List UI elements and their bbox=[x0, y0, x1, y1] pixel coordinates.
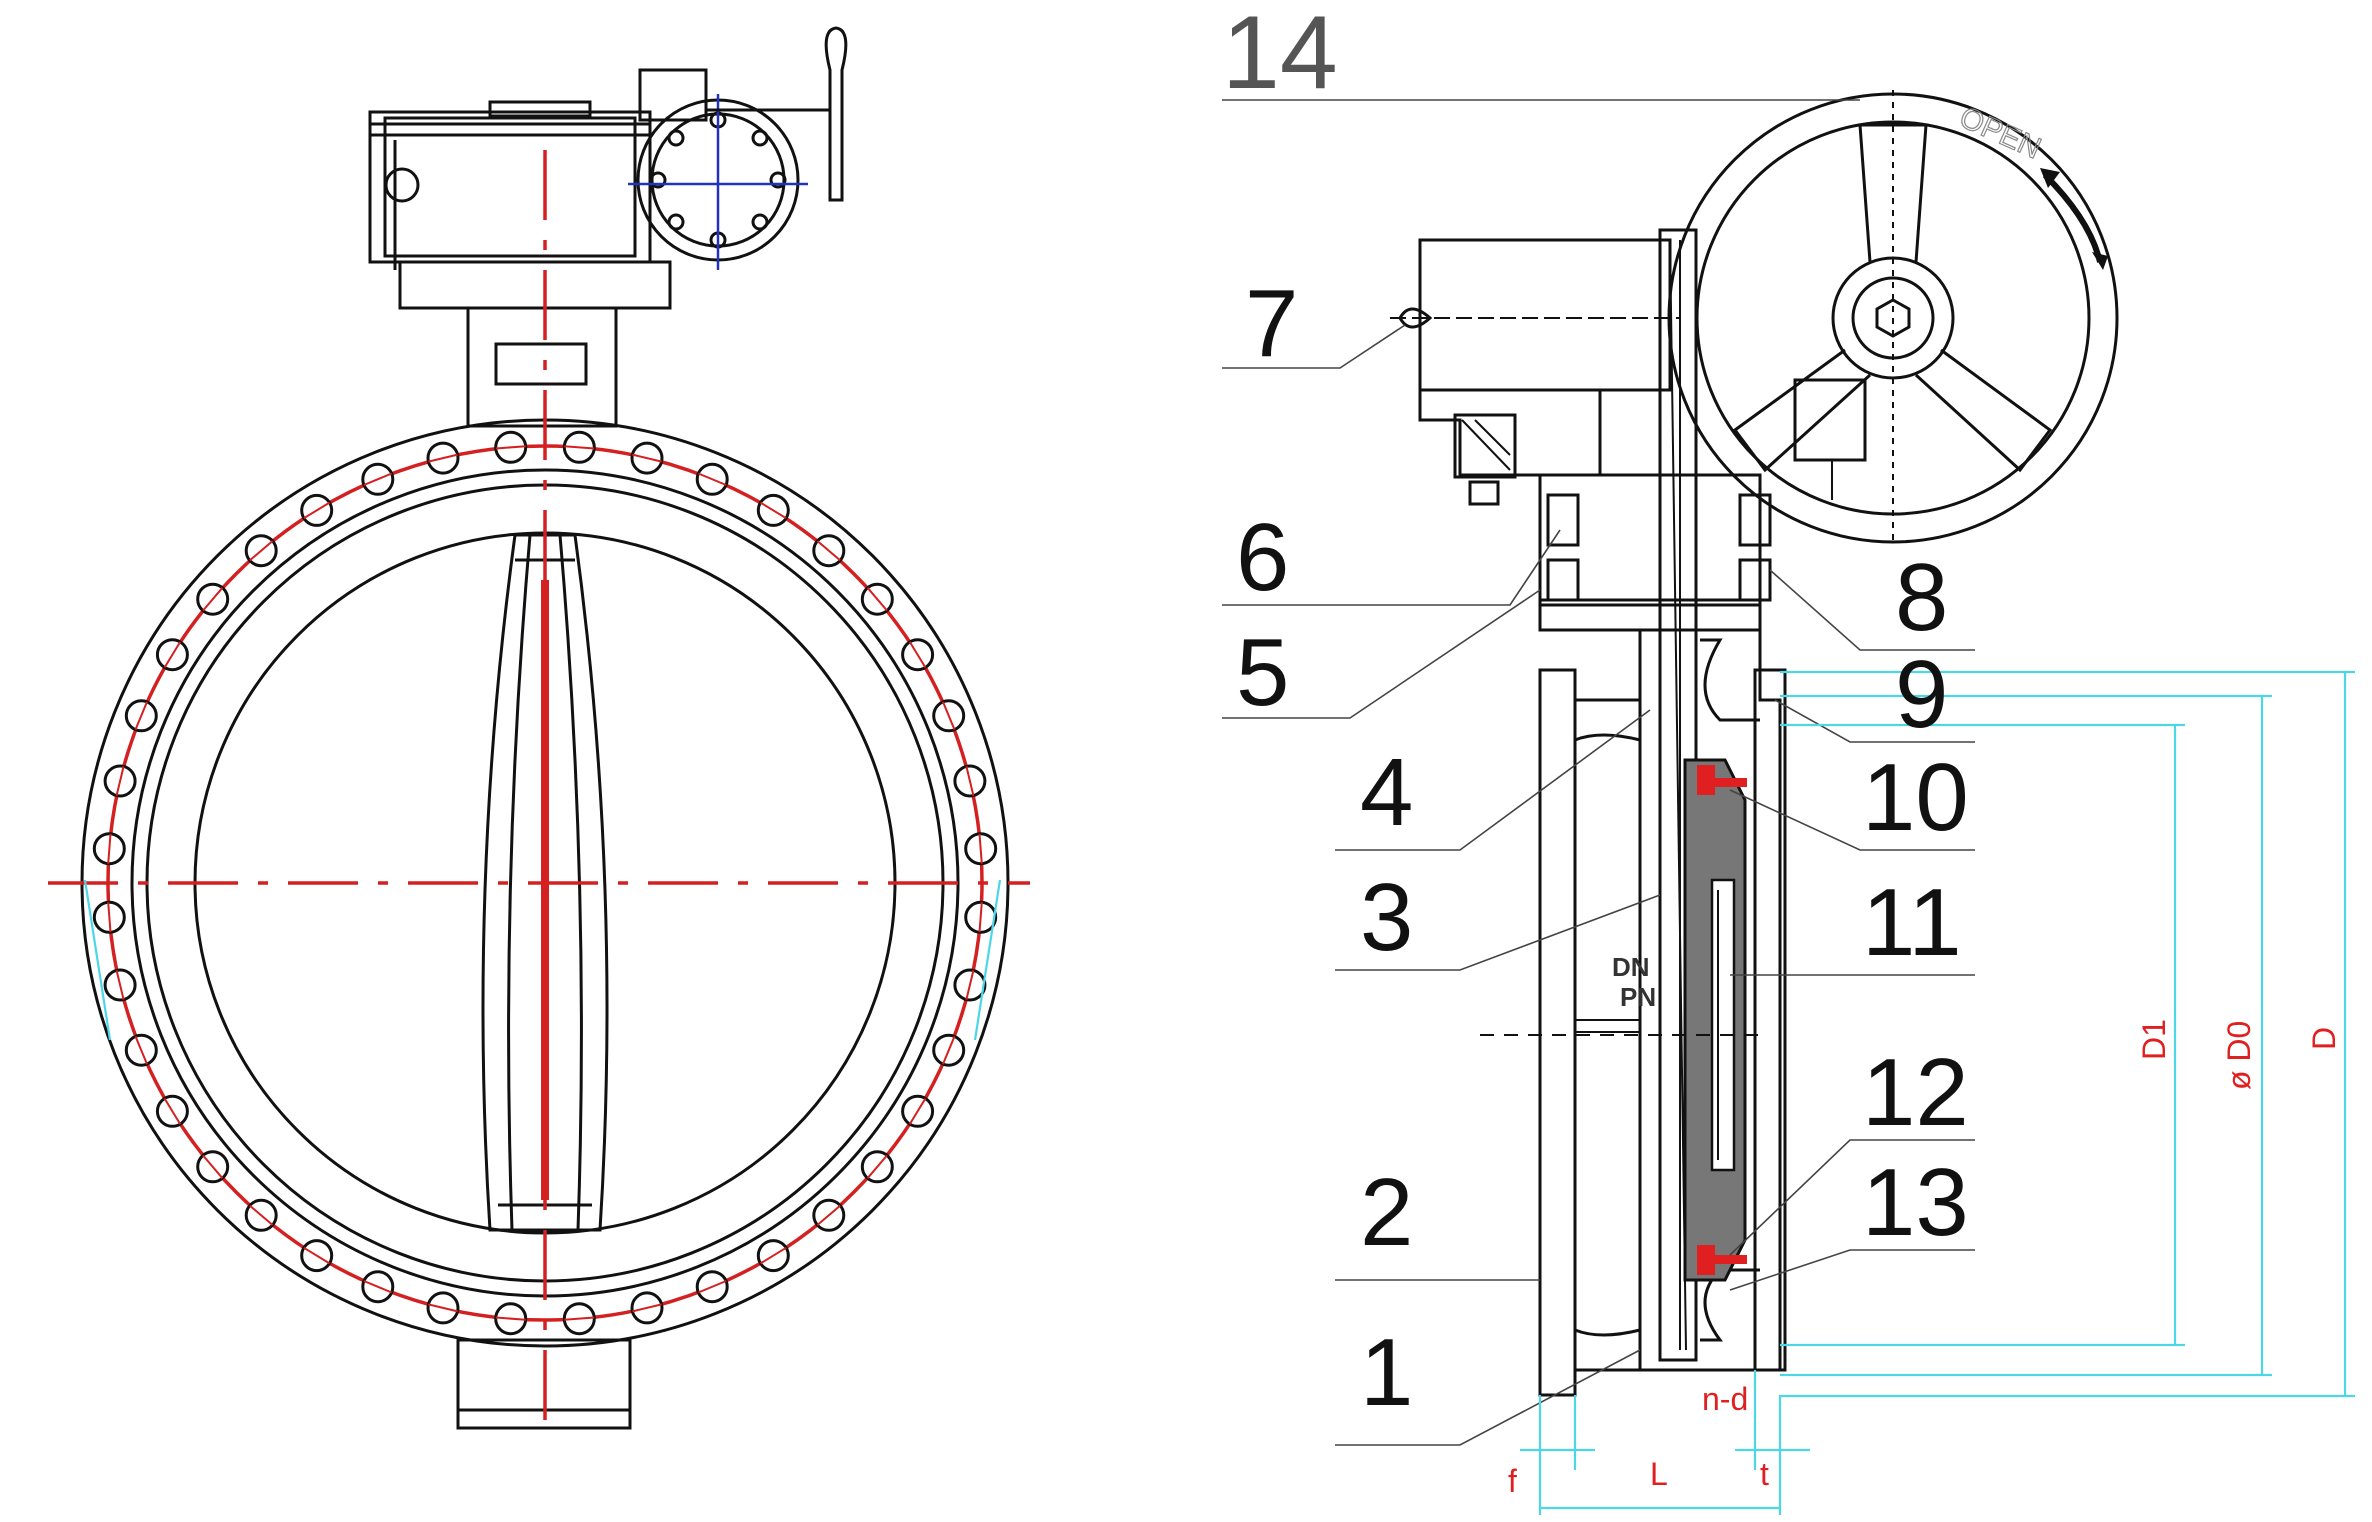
callout-numbers: 14 7 6 5 4 3 2 1 8 9 10 11 12 13 bbox=[1222, 0, 1969, 1426]
bolt-hole-mark bbox=[866, 587, 888, 612]
callout-7: 7 bbox=[1245, 270, 1298, 377]
bolt-hole-mark bbox=[965, 766, 975, 796]
dim-d1: D1 bbox=[2136, 1019, 2172, 1060]
callout-11: 11 bbox=[1862, 869, 1962, 976]
callout-8: 8 bbox=[1895, 544, 1948, 651]
side-view: DN PN OPEN bbox=[1222, 90, 2355, 1515]
front-gearbox bbox=[368, 26, 848, 310]
bolt-hole-mark bbox=[965, 970, 975, 1000]
flange-bolt-holes bbox=[92, 430, 998, 1336]
stamp-pn: PN bbox=[1620, 982, 1656, 1012]
bolt-hole-mark bbox=[107, 833, 112, 864]
bolt-hole-mark bbox=[363, 1280, 392, 1294]
bolt-hole-mark bbox=[134, 1036, 148, 1065]
handwheel: OPEN bbox=[1667, 90, 2119, 545]
callout-1: 1 bbox=[1360, 1319, 1413, 1426]
front-neck bbox=[466, 306, 618, 428]
dimension-lines bbox=[1520, 670, 2355, 1515]
bolt-hole-mark bbox=[816, 540, 841, 562]
bolt-hole-mark bbox=[564, 445, 595, 450]
front-view bbox=[48, 26, 1030, 1440]
dim-d: D bbox=[2306, 1027, 2342, 1050]
bolt-hole-mark bbox=[908, 1097, 927, 1125]
bolt-hole-mark bbox=[908, 641, 927, 669]
bolt-hole-mark bbox=[249, 540, 274, 562]
callout-2: 2 bbox=[1360, 1159, 1413, 1266]
callout-6: 6 bbox=[1236, 504, 1289, 611]
bolt-hole-mark bbox=[942, 1036, 956, 1065]
side-bracket bbox=[1538, 473, 1772, 632]
side-gearbox bbox=[1390, 238, 1680, 506]
front-centerlines bbox=[48, 150, 1030, 1440]
dimension-labels: D1 ø D0 D n-d f L t bbox=[1508, 1019, 2342, 1499]
side-disc-section bbox=[1683, 758, 1747, 1282]
bolt-hole-mark bbox=[632, 453, 662, 463]
bolt-hole-mark bbox=[698, 472, 727, 486]
bolt-hole-mark bbox=[759, 501, 787, 520]
bolt-hole-mark bbox=[978, 902, 983, 933]
bolt-hole-mark bbox=[495, 1316, 526, 1321]
bolt-hole-mark bbox=[303, 501, 331, 520]
bolt-hole-mark bbox=[107, 902, 112, 933]
bolt-hole-mark bbox=[698, 1280, 727, 1294]
dim-n-d: n-d bbox=[1702, 1381, 1748, 1417]
dim-l: L bbox=[1650, 1456, 1668, 1492]
bolt-hole-mark bbox=[115, 970, 125, 1000]
side-body bbox=[1538, 628, 1787, 1397]
callout-4: 4 bbox=[1360, 739, 1413, 846]
bolt-hole-mark bbox=[202, 1154, 224, 1179]
bolt-hole-mark bbox=[632, 1303, 662, 1313]
callout-3: 3 bbox=[1360, 864, 1413, 971]
seal-rings bbox=[1697, 765, 1747, 1275]
open-marking: OPEN bbox=[1955, 101, 2046, 166]
callout-12: 12 bbox=[1862, 1039, 1969, 1146]
dim-f: f bbox=[1508, 1463, 1517, 1499]
bolt-hole-mark bbox=[816, 1204, 841, 1226]
callout-13: 13 bbox=[1862, 1149, 1969, 1256]
bolt-hole-mark bbox=[202, 587, 224, 612]
callout-leaders bbox=[1222, 99, 1975, 1446]
dim-t: t bbox=[1760, 1456, 1769, 1492]
bolt-hole-mark bbox=[495, 445, 526, 450]
callout-14: 14 bbox=[1222, 0, 1338, 111]
bolt-hole-mark bbox=[115, 766, 125, 796]
bolt-hole-mark bbox=[303, 1246, 331, 1265]
bolt-hole-mark bbox=[942, 701, 956, 730]
bolt-hole-mark bbox=[134, 701, 148, 730]
callout-9: 9 bbox=[1895, 641, 1948, 748]
callout-10: 10 bbox=[1862, 744, 1969, 851]
body-nameplate: DN PN bbox=[1612, 952, 1656, 1012]
bolt-hole-mark bbox=[163, 1097, 182, 1125]
bolt-hole-mark bbox=[363, 472, 392, 486]
bolt-hole-mark bbox=[564, 1316, 595, 1321]
dim-d0: ø D0 bbox=[2221, 1021, 2257, 1090]
bolt-hole-mark bbox=[428, 1303, 458, 1313]
callout-5: 5 bbox=[1236, 619, 1289, 726]
bolt-hole-mark bbox=[759, 1246, 787, 1265]
bolt-hole-mark bbox=[163, 641, 182, 669]
bolt-hole-mark bbox=[866, 1154, 888, 1179]
stamp-dn: DN bbox=[1612, 952, 1650, 982]
bolt-hole-mark bbox=[978, 833, 983, 864]
bolt-hole-mark bbox=[249, 1204, 274, 1226]
bolt-hole-mark bbox=[428, 453, 458, 463]
